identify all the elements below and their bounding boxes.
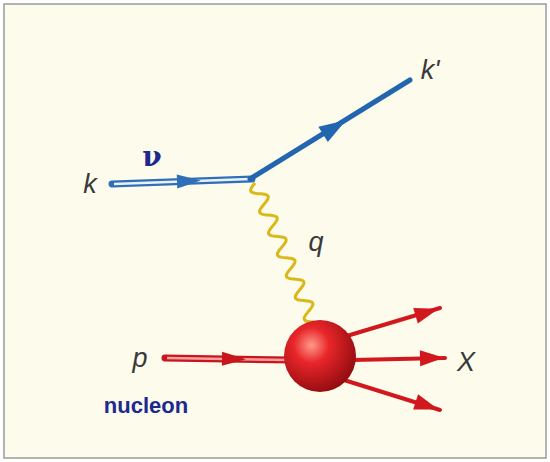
particle-label: ν	[142, 143, 161, 171]
incoming-neutrino	[112, 174, 252, 189]
momentum-label: k	[83, 171, 97, 198]
particle-name: nucleon	[104, 395, 188, 417]
panel-frame	[4, 4, 546, 458]
momentum-label: q	[308, 229, 323, 256]
final-state-label: X	[457, 349, 475, 376]
outgoing-lepton	[250, 80, 410, 179]
exchange-boson	[251, 183, 313, 322]
incoming-nucleon	[165, 352, 292, 366]
momentum-label: k'	[421, 57, 440, 84]
momentum-label: p	[132, 345, 147, 372]
hadronic-blob	[284, 320, 356, 392]
